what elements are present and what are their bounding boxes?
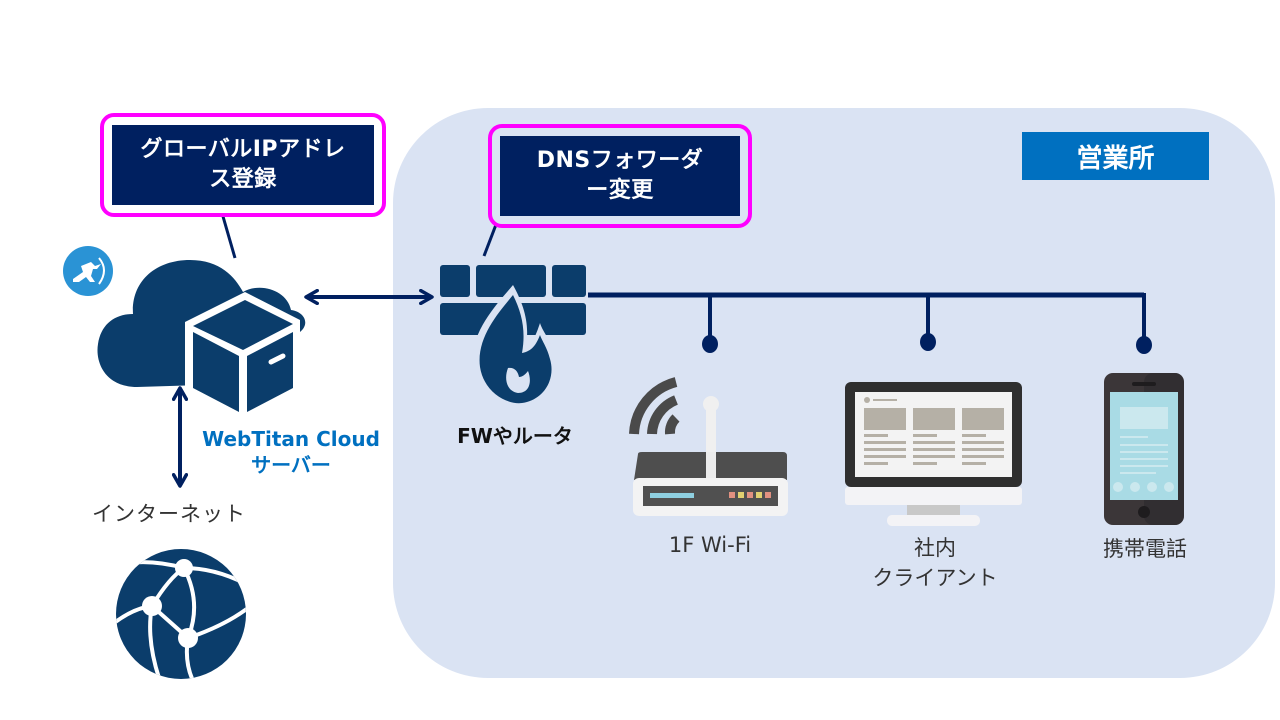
mobile-phone-icon [1104, 373, 1184, 525]
global-ip-callout: グローバルIPアドレス登録 [100, 113, 386, 217]
wifi-router-icon [629, 377, 788, 516]
callout-ip-pointer [220, 212, 237, 259]
internet-label: インターネット [92, 502, 246, 526]
callout-dns-pointer [482, 221, 499, 257]
client-label-line2: クライアント [872, 566, 998, 590]
dns-forwarder-callout-text: DNSフォワーダー変更 [500, 136, 740, 216]
desktop-client-icon [845, 382, 1022, 526]
dns-forwarder-callout: DNSフォワーダー変更 [488, 124, 752, 228]
office-label: 営業所 [1022, 132, 1209, 180]
webtitan-label-line2: サーバー [251, 453, 331, 477]
phone-label: 携帯電話 [1103, 537, 1187, 561]
lan-node-phone [1136, 336, 1152, 354]
webtitan-label-line1: WebTitan Cloud [202, 427, 380, 451]
cloud-server-icon [97, 260, 306, 422]
webtitan-logo-icon [63, 246, 113, 296]
client-label: 社内 クライアント [830, 533, 1040, 593]
lan-node-wifi [702, 335, 718, 353]
wifi-label: 1F Wi-Fi [668, 533, 752, 557]
firewall-icon [440, 265, 586, 412]
lan-node-client [920, 333, 936, 351]
webtitan-server-label: WebTitan Cloud サーバー [186, 426, 396, 478]
firewall-label: FWやルータ [457, 424, 573, 448]
internet-globe-icon [116, 549, 246, 679]
global-ip-callout-text: グローバルIPアドレス登録 [112, 125, 374, 205]
client-label-line1: 社内 [914, 536, 956, 560]
